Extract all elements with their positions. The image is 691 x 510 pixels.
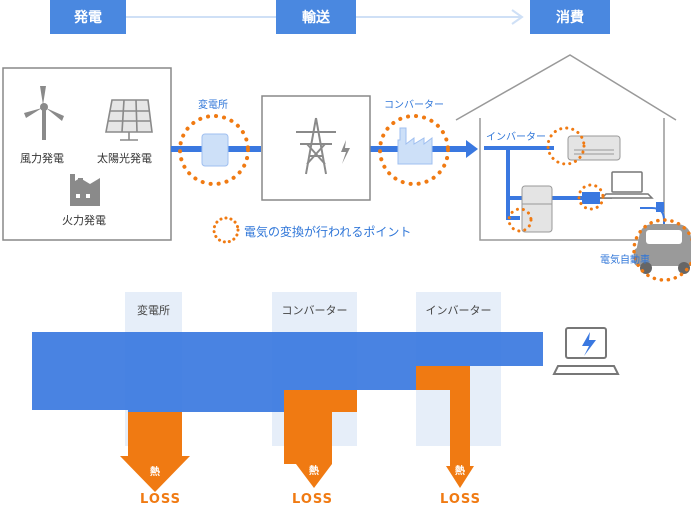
conversion-ring-converter: [378, 114, 450, 186]
transmission-tower-icon: [296, 117, 336, 175]
label-solar: 太陽光発電: [97, 152, 152, 165]
loss-label-converter: LOSS: [292, 492, 334, 507]
adapter-icon: [582, 192, 600, 204]
label-ev: 電気自動車: [600, 255, 650, 266]
conversion-ring-substation: [178, 114, 250, 186]
label-wind: 風力発電: [20, 152, 64, 165]
solar-panel-icon: [105, 99, 153, 141]
stage-transmission: 輸送: [276, 0, 356, 34]
conversion-ring-ev: [632, 218, 691, 282]
wind-turbine-icon: [24, 86, 64, 140]
electric-car-icon: [634, 224, 691, 274]
laptop-end-icon: [552, 327, 620, 375]
column-label-converter: コンバーター: [281, 304, 348, 317]
conversion-ring-adapter: [577, 183, 605, 211]
factory-icon: [397, 127, 433, 165]
laptop-icon: [600, 171, 654, 199]
heat-label-substation: 熱: [150, 467, 160, 478]
conversion-ring-inverter: [546, 126, 586, 166]
substation-icon: [201, 133, 229, 167]
column-label-inverter: インバーター: [425, 304, 492, 317]
label-converter: コンバーター: [384, 100, 444, 111]
stage-consumption: 消費: [530, 0, 610, 34]
loss-stem-inverter: [450, 366, 470, 466]
stage-flow-arrow: [126, 9, 524, 25]
loss-label-inverter: LOSS: [440, 492, 482, 507]
legend-text: 電気の変換が行われるポイント: [244, 225, 412, 239]
house-roof: [455, 54, 677, 121]
energy-loss-flow: [32, 327, 620, 492]
refrigerator-icon: [521, 185, 553, 233]
label-thermal: 火力発電: [62, 214, 106, 227]
column-label-substation: 変電所: [137, 304, 170, 317]
stage-generation: 発電: [50, 0, 126, 34]
loss-stem-substation: [128, 412, 182, 456]
legend-ring-icon: [212, 216, 240, 244]
loss-arrow-substation: [120, 456, 190, 492]
label-inverter: インバーター: [486, 132, 546, 143]
air-conditioner-icon: [567, 135, 621, 161]
power-source-box: [2, 67, 172, 241]
heat-label-converter: 熱: [309, 466, 319, 477]
conversion-ring-fridge: [507, 207, 533, 233]
thermal-plant-icon: [70, 174, 100, 206]
loss-label-substation: LOSS: [140, 492, 182, 507]
loss-arrow-inverter: [446, 466, 474, 488]
label-substation: 変電所: [198, 100, 228, 111]
lightning-icon: [341, 140, 350, 164]
transmission-tower-box: [261, 95, 371, 201]
charging-bolt-icon: [582, 332, 596, 356]
loss-arrow-converter: [296, 464, 332, 488]
heat-label-inverter: 熱: [455, 466, 465, 477]
energy-band: [32, 332, 543, 412]
power-flow-diagram: [2, 54, 691, 282]
